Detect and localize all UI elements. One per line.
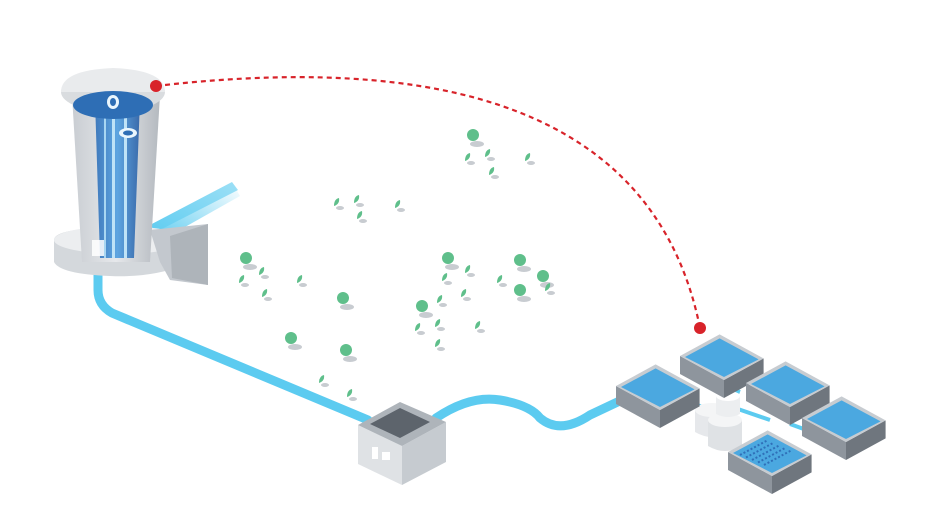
pump-house — [358, 402, 446, 485]
trees — [239, 129, 555, 401]
treatment-tank — [680, 334, 764, 398]
tree — [354, 195, 364, 207]
tree — [357, 211, 367, 223]
treatment-tank — [802, 396, 886, 460]
tree — [497, 275, 507, 287]
treatment-tank — [616, 364, 700, 428]
water-inflow-stream — [150, 182, 240, 240]
tree — [239, 275, 249, 287]
tree — [489, 167, 499, 179]
tree — [395, 200, 405, 212]
tree — [340, 344, 357, 362]
tree — [485, 149, 495, 161]
tree — [437, 295, 447, 307]
tree — [467, 129, 484, 147]
pipeline — [93, 260, 631, 431]
intake-tower — [54, 68, 208, 285]
tree — [461, 289, 471, 301]
link-end-point — [694, 322, 706, 334]
tree — [240, 252, 257, 270]
tree — [442, 252, 459, 270]
treatment-plant — [616, 334, 886, 494]
tree — [435, 339, 445, 351]
signal-link — [150, 76, 706, 334]
tree — [297, 275, 307, 287]
tree — [514, 284, 531, 302]
tree — [465, 153, 475, 165]
tree — [262, 289, 272, 301]
tree — [337, 292, 354, 310]
tree — [347, 389, 357, 401]
treatment-silos — [695, 391, 742, 451]
treatment-tank — [746, 361, 830, 425]
tree — [545, 283, 555, 295]
tree — [442, 273, 452, 285]
tree — [537, 270, 554, 288]
tree — [475, 321, 485, 333]
tree — [285, 332, 302, 350]
tree — [514, 254, 531, 272]
clarifier-tank — [728, 430, 812, 494]
tree — [319, 375, 329, 387]
link-start-point — [150, 80, 162, 92]
tree — [416, 300, 433, 318]
tree — [465, 265, 475, 277]
tree — [259, 267, 269, 279]
tree — [435, 319, 445, 331]
tree — [334, 198, 344, 210]
tree — [525, 153, 535, 165]
tree — [415, 323, 425, 335]
